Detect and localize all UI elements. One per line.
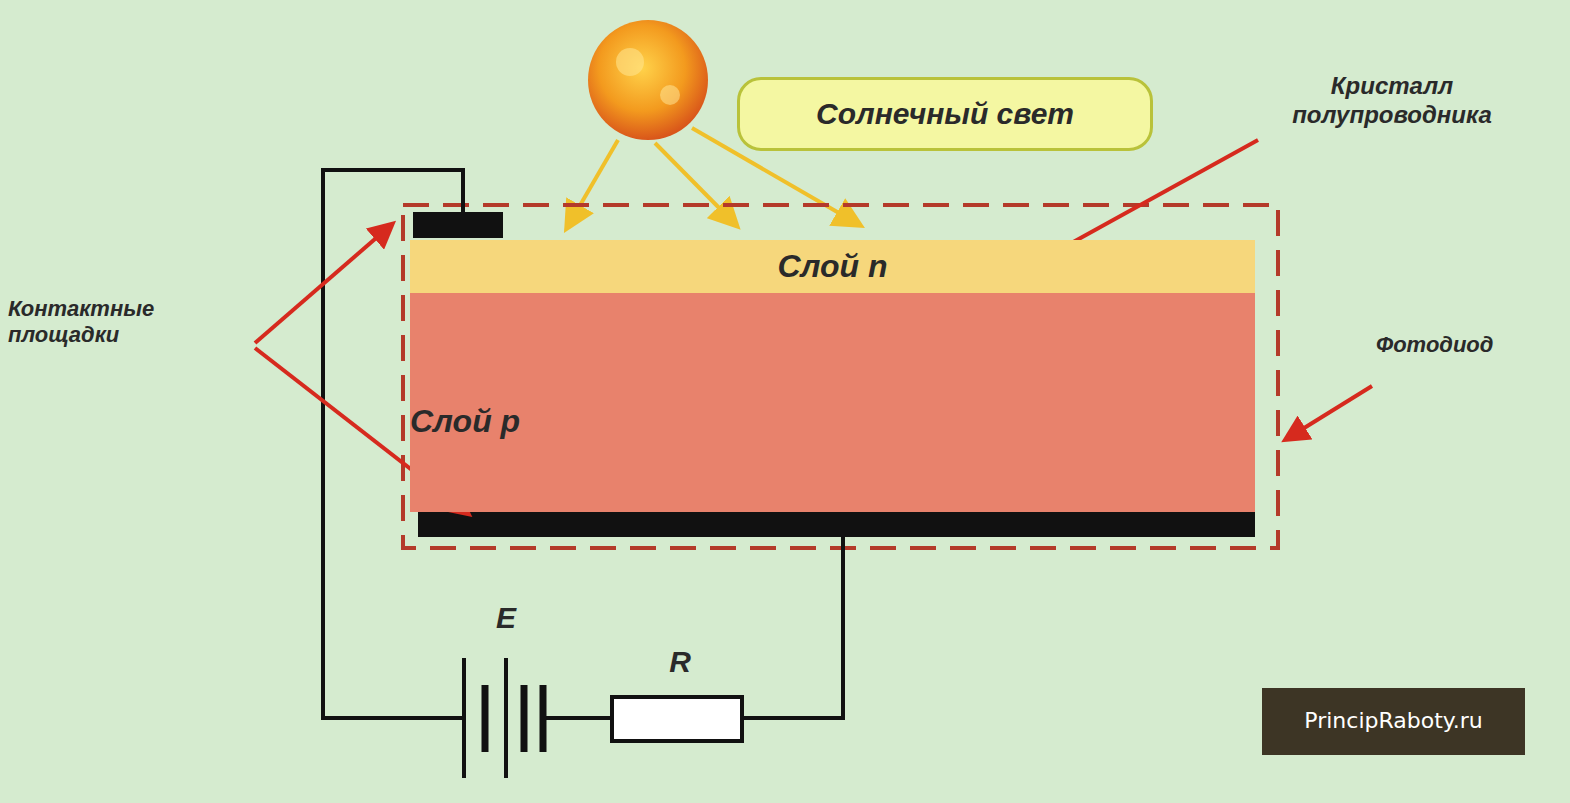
battery-symbol [464,658,543,778]
battery-label: E [486,600,526,636]
node-text: Слой n [777,248,887,285]
contact-pads-label: Контактные площадки [8,296,248,349]
p-layer-band: Слой p [410,293,1255,512]
resistor-symbol [612,697,742,741]
crystal-label: Кристалл полупроводника [1232,72,1552,130]
node-text: Слой p [410,403,520,440]
node-text: Солнечный свет [816,97,1074,132]
watermark: PrincipRaboty.ru [1262,688,1525,755]
photodiode-outline [403,205,1278,548]
top-contact [413,212,503,238]
watermark-patch [1262,688,1525,755]
photodiode-label: Фотодиод [1376,332,1566,358]
n-layer-band: Слой n [410,240,1255,293]
label-pill: Солнечный свет [737,77,1153,151]
leader-arrows [255,140,1372,512]
bottom-contact [418,512,1255,537]
sun [588,20,708,140]
resistor-label: R [658,644,702,680]
